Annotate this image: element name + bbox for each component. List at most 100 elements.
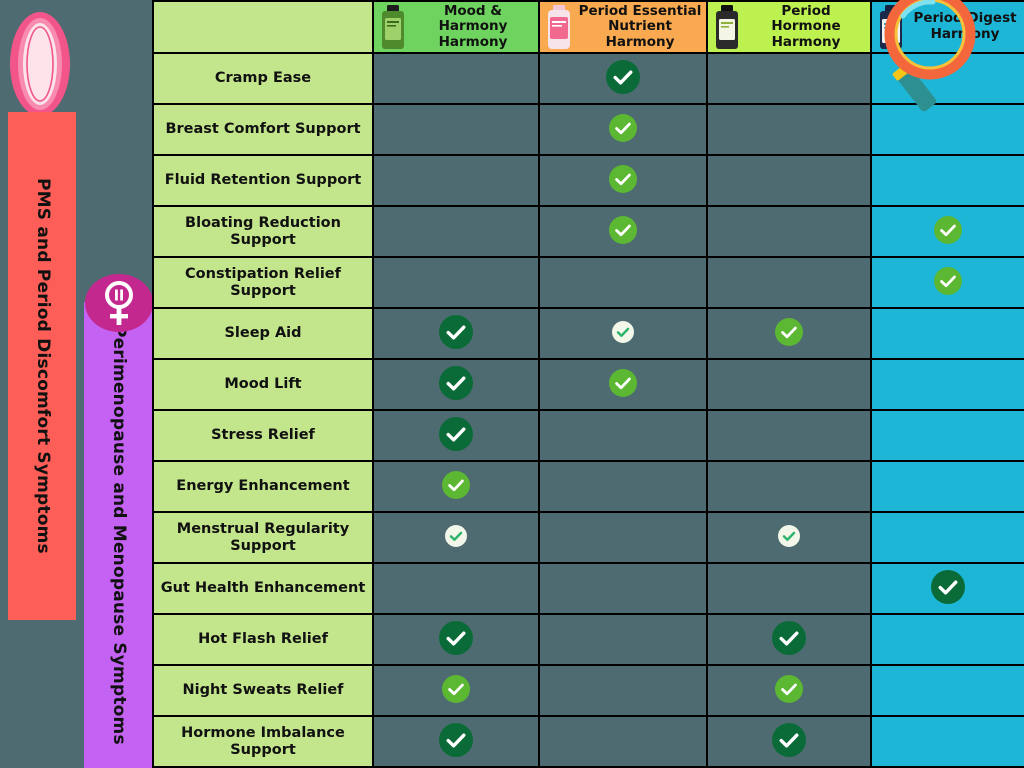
table-corner-cell [152, 0, 374, 54]
cell-r10-c0 [372, 562, 540, 615]
cell-r3-c3 [870, 205, 1024, 258]
cell-r11-c2 [706, 613, 872, 666]
table-row: Bloating Reduction Support [152, 205, 1024, 258]
cell-r13-c2 [706, 715, 872, 768]
table-row: Menstrual Regularity Support [152, 511, 1024, 564]
row-label: Fluid Retention Support [152, 154, 374, 207]
table-row: Night Sweats Relief [152, 664, 1024, 717]
row-label: Energy Enhancement [152, 460, 374, 513]
check-icon-light [775, 674, 803, 703]
table-row: Mood Lift [152, 358, 1024, 411]
row-label: Night Sweats Relief [152, 664, 374, 717]
check-icon-pale [445, 524, 467, 547]
cell-r9-c2 [706, 511, 872, 564]
pink-bottle-icon [548, 5, 570, 49]
cell-r0-c2 [706, 52, 872, 105]
row-label: Breast Comfort Support [152, 103, 374, 156]
cell-r6-c0 [372, 358, 540, 411]
row-label: Stress Relief [152, 409, 374, 462]
check-icon-light [775, 317, 803, 346]
cell-r6-c1 [538, 358, 708, 411]
cell-r7-c1 [538, 409, 708, 462]
venus-pause-icon [85, 274, 153, 332]
cell-r8-c0 [372, 460, 540, 513]
check-icon-dark [439, 365, 473, 400]
cell-r9-c0 [372, 511, 540, 564]
sanitary-pad-icon [10, 12, 70, 116]
cell-r11-c1 [538, 613, 708, 666]
product-name-2: Period Essential Nutrient Harmony [578, 2, 702, 50]
product-comparison-table-wrapper: Mood & Harmony Harmony [152, 0, 1024, 768]
cell-r1-c2 [706, 103, 872, 156]
cell-r8-c2 [706, 460, 872, 513]
product-header-2[interactable]: Period Essential Nutrient Harmony [538, 0, 708, 54]
cell-r12-c2 [706, 664, 872, 717]
product-name-3: Period Hormone Harmony [771, 2, 841, 50]
product-name-1: Mood & Harmony Harmony [438, 2, 508, 50]
cell-r2-c3 [870, 154, 1024, 207]
cell-r12-c0 [372, 664, 540, 717]
cell-r6-c2 [706, 358, 872, 411]
product-header-3[interactable]: Period Hormone Harmony [706, 0, 872, 54]
product-name-4: Period Digest Harmony [913, 10, 1017, 42]
row-label: Sleep Aid [152, 307, 374, 360]
cell-r2-c1 [538, 154, 708, 207]
category-label-pms: PMS and Period Discomfort Symptoms [32, 178, 53, 554]
cell-r3-c0 [372, 205, 540, 258]
check-icon-dark [606, 59, 640, 94]
cell-r13-c3 [870, 715, 1024, 768]
cell-r11-c3 [870, 613, 1024, 666]
cell-r11-c0 [372, 613, 540, 666]
cell-r12-c3 [870, 664, 1024, 717]
check-icon-dark [931, 569, 965, 604]
check-icon-dark [772, 620, 806, 655]
cell-r5-c2 [706, 307, 872, 360]
cell-r5-c0 [372, 307, 540, 360]
dark-bottle-icon [716, 5, 738, 49]
row-label: Cramp Ease [152, 52, 374, 105]
table-header-row: Mood & Harmony Harmony [152, 0, 1024, 54]
cell-r9-c3 [870, 511, 1024, 564]
row-label: Menstrual Regularity Support [152, 511, 374, 564]
cell-r1-c0 [372, 103, 540, 156]
check-icon-pale [778, 524, 800, 547]
check-icon-dark [439, 416, 473, 451]
cell-r4-c1 [538, 256, 708, 309]
navy-bottle-icon [880, 5, 902, 49]
table-row: Stress Relief [152, 409, 1024, 462]
cell-r13-c0 [372, 715, 540, 768]
row-label: Hormone Imbalance Support [152, 715, 374, 768]
table-row: Energy Enhancement [152, 460, 1024, 513]
check-icon-light [609, 164, 637, 193]
cell-r4-c0 [372, 256, 540, 309]
table-row: Hormone Imbalance Support [152, 715, 1024, 768]
product-header-4[interactable]: Period Digest Harmony [870, 0, 1024, 54]
table-row: Sleep Aid [152, 307, 1024, 360]
cell-r8-c1 [538, 460, 708, 513]
check-icon-light [934, 266, 962, 295]
check-icon-light [442, 470, 470, 499]
cell-r9-c1 [538, 511, 708, 564]
category-label-perimenopause: Perimenopause and Menopause Symptoms [108, 325, 129, 745]
product-comparison-table: Mood & Harmony Harmony [152, 0, 1024, 768]
cell-r3-c2 [706, 205, 872, 258]
row-label: Gut Health Enhancement [152, 562, 374, 615]
cell-r13-c1 [538, 715, 708, 768]
table-row: Gut Health Enhancement [152, 562, 1024, 615]
check-icon-dark [439, 620, 473, 655]
check-icon-light [609, 368, 637, 397]
cell-r2-c0 [372, 154, 540, 207]
cell-r4-c3 [870, 256, 1024, 309]
cell-r5-c3 [870, 307, 1024, 360]
check-icon-light [442, 674, 470, 703]
product-header-1[interactable]: Mood & Harmony Harmony [372, 0, 540, 54]
cell-r1-c3 [870, 103, 1024, 156]
check-icon-dark [772, 722, 806, 757]
cell-r3-c1 [538, 205, 708, 258]
row-label: Hot Flash Relief [152, 613, 374, 666]
check-icon-light [609, 113, 637, 142]
check-icon-dark [439, 722, 473, 757]
table-row: Constipation Relief Support [152, 256, 1024, 309]
cell-r7-c3 [870, 409, 1024, 462]
